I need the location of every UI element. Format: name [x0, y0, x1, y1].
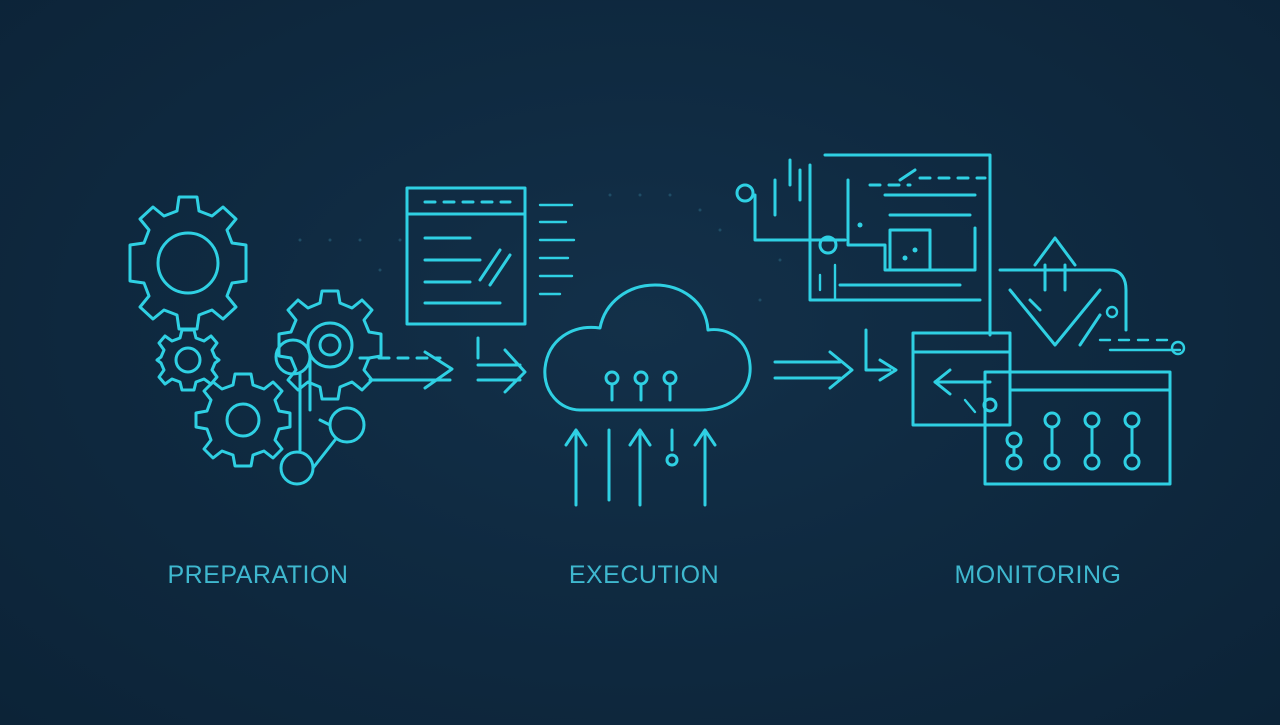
gear-right-icon	[277, 289, 383, 401]
slider-panel-icon	[983, 370, 1172, 486]
stage-label-execution: EXECUTION	[568, 561, 720, 589]
refresh-arrows-icon	[998, 236, 1186, 356]
arrow-right-double-icon	[773, 328, 898, 390]
gear-large-icon	[128, 195, 248, 331]
gear-medium-icon	[194, 372, 292, 468]
dashboard-panels-icon	[735, 153, 1186, 486]
stage-label-preparation: PREPARATION	[167, 561, 349, 589]
document-window-icon	[405, 186, 576, 326]
cloud-upload-icon	[543, 283, 752, 507]
arrow-down-right-icon	[476, 336, 527, 394]
stage-label-monitoring: MONITORING	[954, 561, 1122, 589]
background-dots	[298, 193, 782, 302]
circuit-panel-icon	[735, 153, 992, 337]
arrow-right-icon	[358, 350, 454, 390]
back-window-icon	[911, 331, 1012, 427]
gears-icon	[128, 195, 383, 486]
gear-small-icon	[155, 328, 221, 392]
node-links-icon	[274, 338, 366, 486]
